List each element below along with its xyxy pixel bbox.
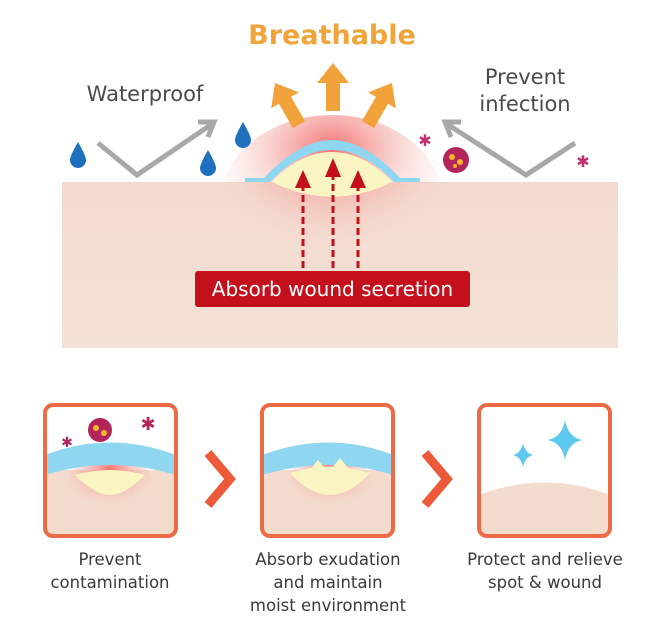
- caption-line: spot & wound: [488, 573, 602, 592]
- prevent-infection-label: Prevent infection: [455, 64, 595, 118]
- sparkle-icon: [513, 443, 533, 467]
- patch-film: [245, 140, 420, 182]
- breathable-arrows: [271, 63, 396, 129]
- sparkle-icon: [548, 420, 582, 460]
- waterproof-label: Waterproof: [86, 82, 204, 106]
- caption-line: contamination: [50, 573, 170, 592]
- step-panel-2: [260, 403, 395, 538]
- svg-text:✱: ✱: [61, 435, 73, 451]
- label-line: Prevent: [484, 65, 566, 89]
- absorb-secretion-label: Absorb wound secretion: [195, 271, 470, 307]
- caption-line: Protect and relieve: [467, 550, 623, 569]
- caption-line: and maintain: [273, 573, 383, 592]
- step-caption-2: Absorb exudation and maintain moist envi…: [218, 548, 438, 617]
- waterproof-arrow: [96, 121, 214, 179]
- breathable-label: Breathable: [248, 20, 416, 51]
- water-drop-icon: [70, 122, 251, 176]
- germ-icon: ✱ ✱: [418, 131, 590, 173]
- caption-line: Absorb exudation: [255, 550, 401, 569]
- chevron-right-icon: [204, 450, 236, 508]
- infection-arrow: [445, 121, 577, 178]
- caption-line: Prevent: [78, 550, 142, 569]
- secretion-arrows: [301, 172, 360, 268]
- step-panel-1: ✱ ✱: [43, 403, 178, 538]
- label-line: infection: [479, 92, 571, 116]
- svg-text:✱: ✱: [576, 152, 589, 171]
- svg-text:✱: ✱: [140, 414, 155, 435]
- caption-line: moist environment: [249, 596, 407, 615]
- svg-text:✱: ✱: [418, 131, 431, 150]
- chevron-right-icon: [421, 450, 453, 508]
- step-caption-1: Prevent contamination: [0, 548, 220, 594]
- step-caption-3: Protect and relieve spot & wound: [435, 548, 655, 594]
- step-panel-3: [477, 403, 612, 538]
